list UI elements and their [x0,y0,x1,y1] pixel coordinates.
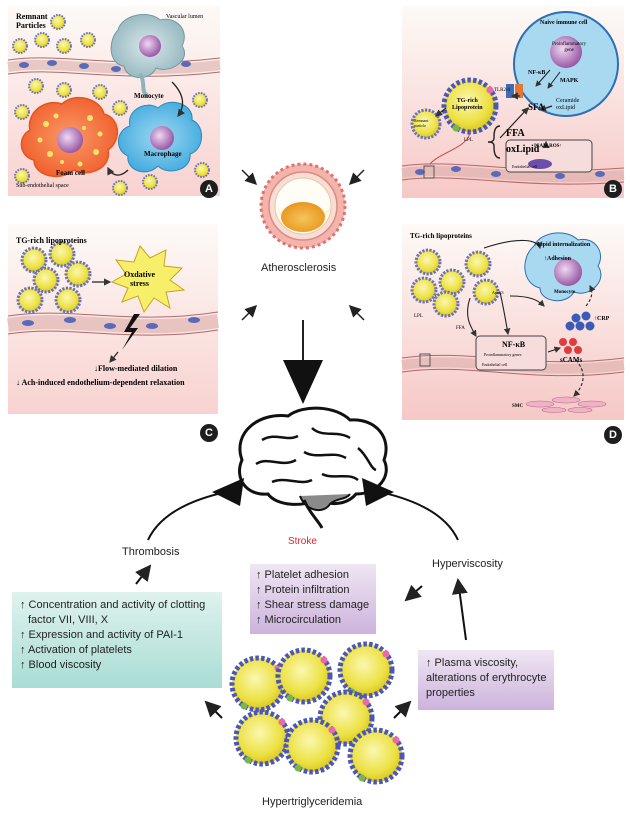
panel-c [6,224,220,414]
mapk-label: MAPK [560,78,579,84]
hypertriglyceridemia-label: Hypertriglyceridemia [262,796,363,808]
apoc3-label: ApoC3 [492,290,504,295]
nfkb-label: NF-κB [528,70,546,76]
stroke-effect-line: ↑ Microcirculation [256,614,341,626]
tg-rich-label-c: TG-rich lipoproteins [16,236,87,245]
arrows-center [241,169,365,360]
tg-rich-lipoprotein-label: TG-rich Lipoprotein [452,98,483,111]
proinflammatory-gene-label: Proinflammatory gene [552,42,587,53]
stroke-effects-box: ↑ Platelet adhesion ↑ Protein infiltrati… [250,564,376,634]
vascular-lumen-label: Vascular lumen [166,14,204,20]
panel-a [7,6,221,196]
brain-icon [238,406,388,529]
thrombosis-line: ↑ Expression and activity of PAI-1 [20,629,184,641]
remnant-particle-label: Remnant particle [414,118,429,128]
proinflammatory-genes-label: Proinflammatory genes [484,352,522,357]
badge-a: A [200,180,218,198]
thrombosis-effects-box: ↑ Concentration and activity of clotting… [12,592,222,688]
ach-label: ↓ Ach-induced endothelium-dependent rela… [16,378,185,387]
crp-label: ↑CRP [594,316,610,322]
stroke-effect-line: ↑ Protein infiltration [256,584,350,596]
tlr-label: TLR2/4 [494,88,510,93]
panel-b [401,6,625,198]
lipid-internalization-label: ↑Lipid internalization [534,242,591,248]
naive-immune-cell-label: Naive immune cell [540,20,588,26]
scams-label: sCAMs [560,356,583,364]
adhesion-label: ↑Adhesion [544,256,572,262]
viscosity-effects-box: ↑ Plasma viscosity, alterations of eryth… [418,650,554,710]
monocyte-label: Monocyte [134,92,164,100]
thrombosis-label: Thrombosis [122,546,180,558]
panel-d [401,224,625,420]
artery-illustration [259,162,347,250]
viscosity-line: ↑ Plasma viscosity, [426,657,519,669]
lipoprotein-cluster [232,644,402,782]
stroke-effect-line: ↑ Platelet adhesion [256,569,349,581]
ceramide-label: Ceramide oxLipid [556,98,580,111]
badge-c: C [200,424,218,442]
oxlipid-label: oxLipid [506,144,540,155]
icam-label: ICAM,ROS↑ [534,144,562,149]
smc-label: SMC [512,404,524,409]
viscosity-line: alterations of erythrocyte [426,672,547,684]
remnant-particles-label: Remnant Particles [16,12,48,30]
sfa-label: SFA [528,102,545,112]
ffa-label-d: FFA [456,326,465,331]
big-down-arrow [283,360,323,404]
flow-mediated-label: ↓Flow-mediated dilation [94,364,178,373]
hyperviscosity-label: Hyperviscosity [432,558,503,570]
nfkb-label-d: NF-κB [502,340,526,349]
thrombosis-line: ↑ Blood viscosity [20,659,102,671]
ffa-label-b: FFA [506,128,525,139]
lpl-label-d: LPL [414,314,423,319]
foam-cell-label: Foam cell [56,169,85,177]
arrow-to-brain-right [362,478,394,506]
endothelial-cell-label-d: Endothelial cell [482,362,508,367]
stroke-label: Stroke [288,536,317,547]
monocyte-label-d: Monocyte [554,290,576,295]
sub-endothelial-label: Sub-endothelial space [16,183,69,189]
macrophage-label: Macrophage [144,150,182,158]
arrow-to-brain-left [212,478,244,506]
stroke-effect-line: ↑ Shear stress damage [256,599,370,611]
thrombosis-line: ↑ Activation of platelets [20,644,132,656]
endothelial-cell-label-b: Endothelial cell [512,164,538,169]
thrombosis-line: ↑ Concentration and activity of clotting [20,599,206,611]
badge-b: B [604,180,622,198]
lpl-label-b: LPL [464,138,473,143]
atherosclerosis-label: Atherosclerosis [261,262,337,274]
viscosity-line: properties [426,687,475,699]
badge-d: D [604,426,622,444]
oxidative-stress-label: Oxdative stress [124,270,156,288]
tg-rich-label-d: TG-rich lipoproteins [410,232,472,240]
thrombosis-line: factor VII, VIII, X [28,614,109,626]
